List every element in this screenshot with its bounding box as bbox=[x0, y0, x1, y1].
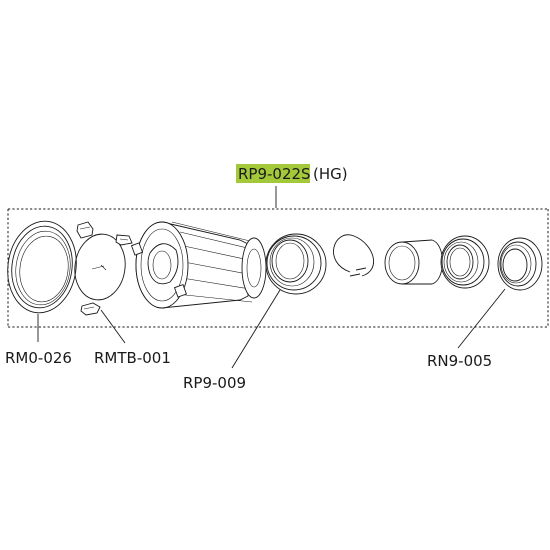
spacer-sleeve bbox=[384, 239, 443, 285]
assembly-variant: (HG) bbox=[313, 165, 348, 183]
part-number-highlight bbox=[236, 164, 310, 183]
freehub-body bbox=[130, 221, 267, 309]
callout-rn9-005: RN9-005 bbox=[427, 352, 492, 370]
bearing-rp9-009 bbox=[265, 233, 327, 295]
leader-lines bbox=[37, 288, 506, 369]
assembly-part-number: RP9-022S bbox=[238, 165, 311, 183]
spring-ring-and-pawls bbox=[74, 221, 133, 316]
dust-seal-ring bbox=[7, 220, 77, 314]
circlip bbox=[333, 234, 374, 277]
bearing-right bbox=[440, 235, 490, 289]
callout-rmtb-001: RMTB-001 bbox=[94, 349, 171, 367]
end-cap-seal bbox=[497, 237, 543, 291]
callout-rm0-026: RM0-026 bbox=[5, 349, 72, 367]
callout-rp9-009: RP9-009 bbox=[183, 374, 246, 392]
